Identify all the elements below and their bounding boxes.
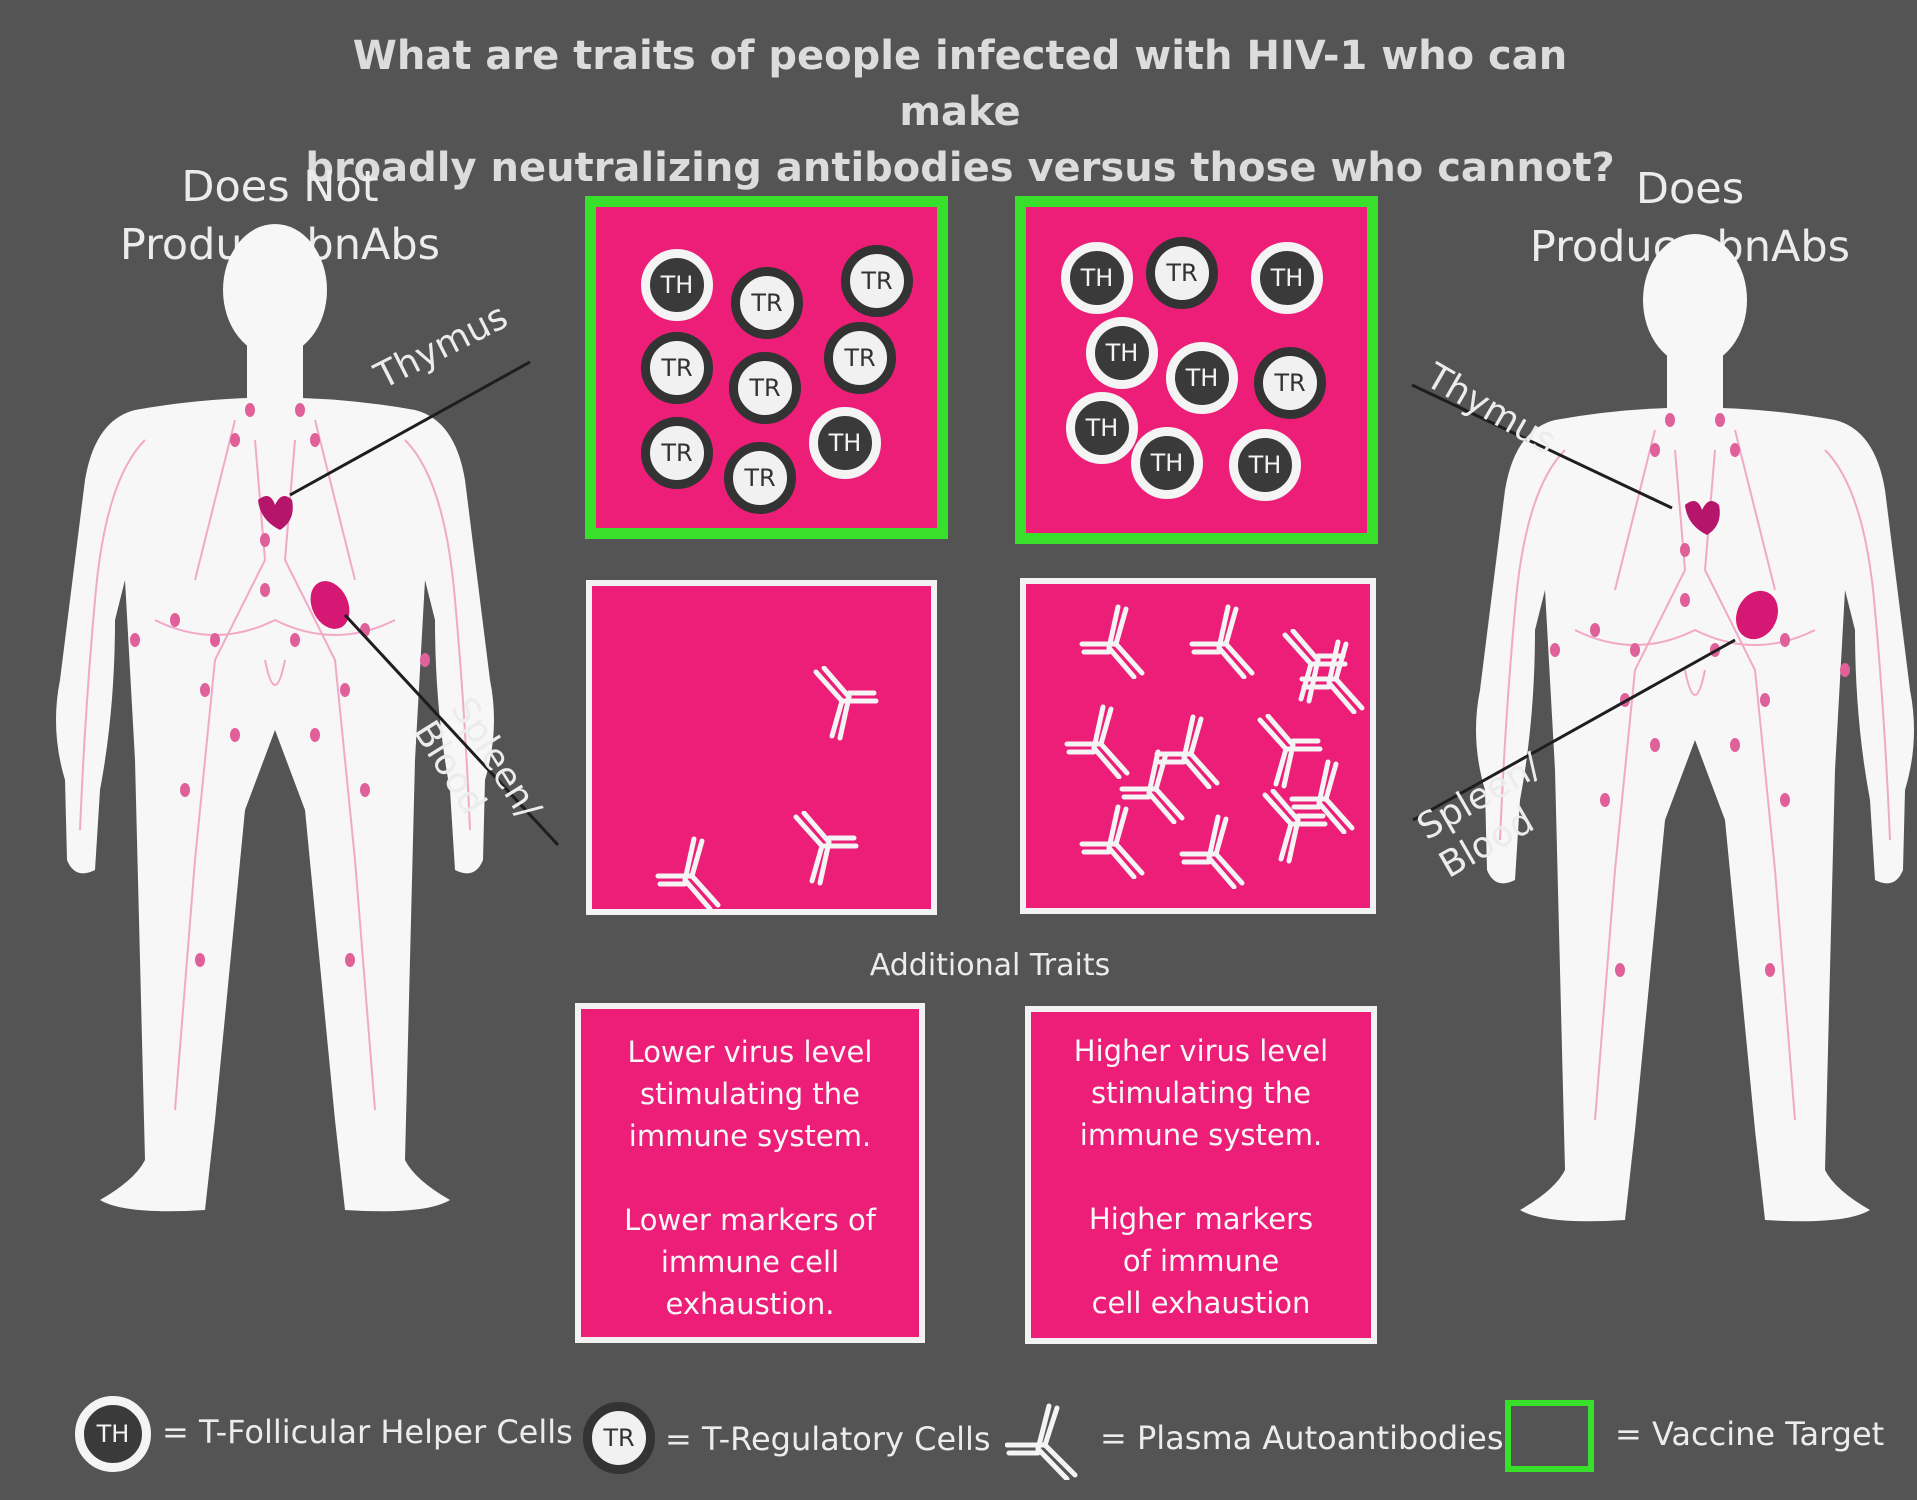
- th-cell: TH: [1166, 342, 1238, 414]
- right-spleen: [1736, 590, 1778, 640]
- legend-antibody-text: = Plasma Autoantibodies: [1100, 1419, 1504, 1457]
- antibody-icon: [1119, 749, 1185, 824]
- tr-cell: TR: [724, 442, 796, 514]
- legend-th-symbol: TH: [75, 1396, 151, 1472]
- left-trait-virus-level: Lower virus level stimulating the immune…: [627, 1035, 873, 1153]
- legend-tr-symbol: TR: [583, 1402, 655, 1474]
- legend-antibody-icon: [1005, 1403, 1078, 1480]
- tr-cell: TR: [1254, 347, 1326, 419]
- antibody-icon: [1257, 714, 1323, 789]
- antibody-icon: [655, 836, 721, 911]
- right-spleen-panel: [1020, 578, 1376, 914]
- right-trait-exhaustion: Higher markers of immune cell exhaustion: [1088, 1202, 1314, 1320]
- right-thymus-pointer: [1411, 383, 1673, 510]
- tr-cell: TR: [729, 352, 801, 424]
- antibody-icon: [813, 666, 879, 741]
- antibody-icon: [1299, 639, 1365, 714]
- legend-vaccine-box: [1505, 1400, 1594, 1472]
- antibody-icon: [1079, 604, 1145, 679]
- th-cell: TH: [1066, 392, 1138, 464]
- left-label-line-1: Does Not: [181, 162, 379, 212]
- th-cell: TH: [1061, 242, 1133, 314]
- legend-th-text: = T-Follicular Helper Cells: [162, 1413, 573, 1451]
- right-traits-panel: Higher virus level stimulating the immun…: [1025, 1006, 1377, 1344]
- page-title: What are traits of people infected with …: [300, 28, 1620, 196]
- th-cell: TH: [1131, 427, 1203, 499]
- left-spleen-pointer: [343, 613, 560, 847]
- legend-tr-text: = T-Regulatory Cells: [665, 1420, 991, 1458]
- left-spleen-panel: [586, 580, 937, 915]
- left-trait-exhaustion: Lower markers of immune cell exhaustion.: [624, 1203, 876, 1321]
- antibody-icon: [1154, 714, 1220, 789]
- th-cell: TH: [641, 249, 713, 321]
- left-traits-panel: Lower virus level stimulating the immune…: [575, 1003, 925, 1343]
- th-cell: TH: [1251, 242, 1323, 314]
- right-label-line-1: Does: [1635, 164, 1745, 214]
- title-line-2: broadly neutralizing antibodies versus t…: [305, 145, 1615, 191]
- th-cell: TH: [1229, 429, 1301, 501]
- left-thymus-panel: TH TR TR TR TR TR TR TR TH: [585, 196, 948, 539]
- th-cell: TH: [809, 407, 881, 479]
- antibody-icon: [1262, 789, 1328, 864]
- antibody-icon: [1289, 759, 1355, 834]
- tr-cell: TR: [641, 332, 713, 404]
- antibody-icon: [1079, 804, 1145, 879]
- tr-cell: TR: [824, 322, 896, 394]
- left-thymus: [258, 496, 293, 530]
- antibody-icon: [1189, 604, 1255, 679]
- th-cell: TH: [1086, 317, 1158, 389]
- right-trait-virus-level: Higher virus level stimulating the immun…: [1073, 1034, 1329, 1152]
- antibody-icon: [1179, 814, 1245, 889]
- antibody-icon: [1064, 704, 1130, 779]
- antibody-icon: [793, 811, 859, 886]
- legend-vaccine-text: = Vaccine Target: [1615, 1415, 1885, 1453]
- left-spleen: [310, 581, 350, 629]
- right-thymus-panel: TH TR TH TH TH TR TH TH TH: [1015, 196, 1378, 544]
- right-thymus: [1685, 501, 1720, 535]
- left-thymus-pointer: [289, 360, 531, 497]
- additional-traits-heading: Additional Traits: [869, 948, 1111, 983]
- right-spleen-pointer: [1412, 638, 1736, 822]
- tr-cell: TR: [841, 245, 913, 317]
- tr-cell: TR: [731, 267, 803, 339]
- tr-cell: TR: [1146, 237, 1218, 309]
- tr-cell: TR: [641, 417, 713, 489]
- title-line-1: What are traits of people infected with …: [352, 33, 1568, 135]
